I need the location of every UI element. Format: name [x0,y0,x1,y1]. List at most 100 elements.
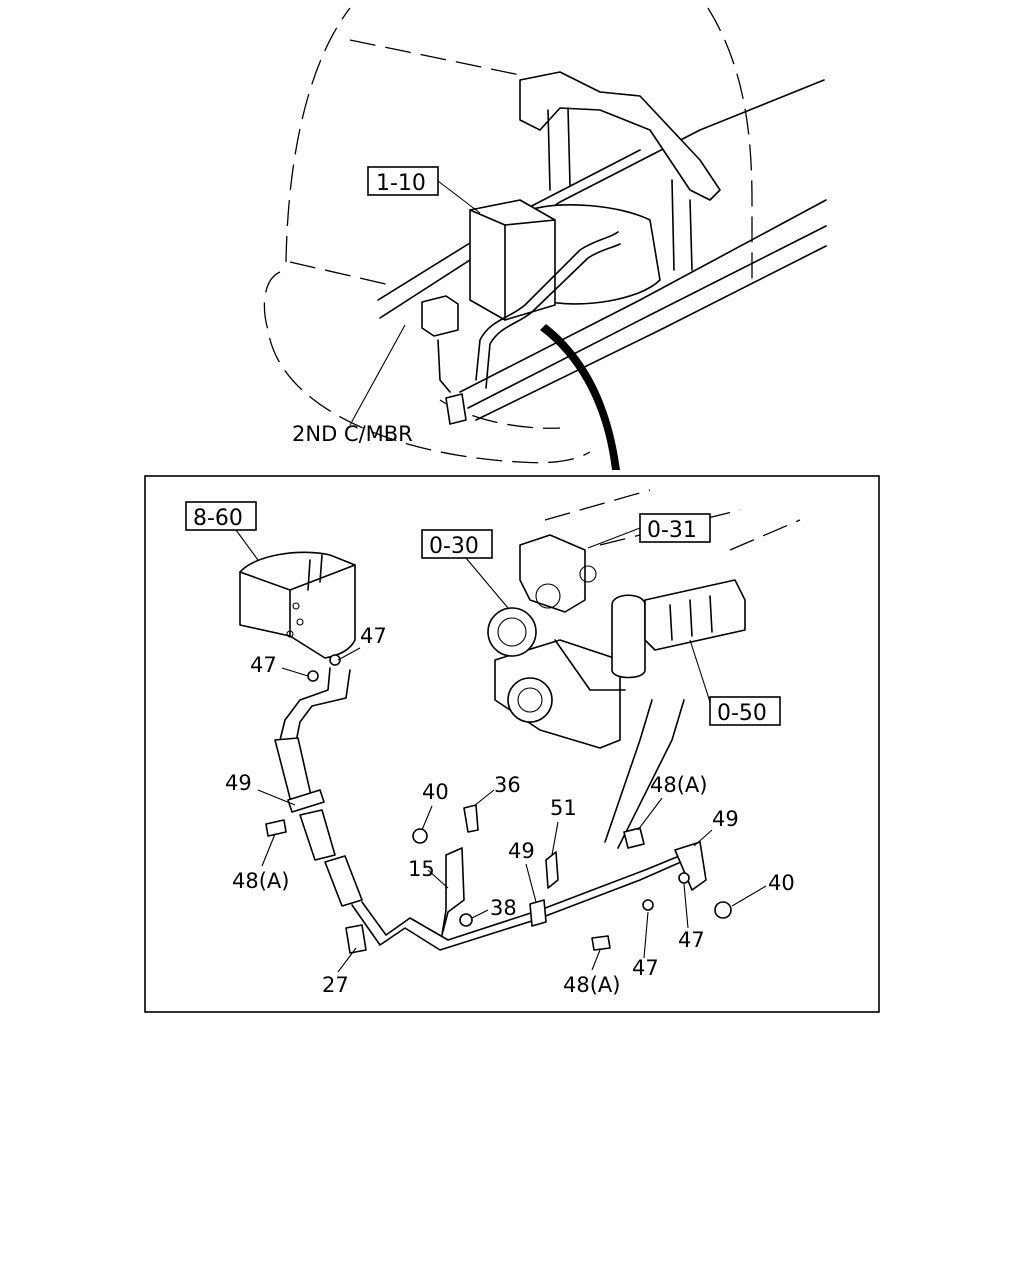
pipe-label-tag [345,924,367,954]
cooler-0-50 [644,579,746,651]
part-48a-left: 48(A) [232,869,289,893]
pulley-upper [487,607,537,657]
part-47-upper-left: 47 [250,653,277,677]
pipe-reservoir-a [279,667,331,741]
ref-box-8-60 [185,501,257,531]
pump-port [535,583,561,609]
crossmember-post-right [671,179,693,271]
hose-section-lower [324,855,363,907]
leader-0-31 [587,527,641,549]
leader-48a-left [261,833,276,867]
part-51: 51 [550,796,577,820]
bolt-48a-right [623,827,645,849]
detail-view: 8-60 0-30 0-31 0-50 47 47 49 48(A) 40 36… [185,489,801,997]
part-40-center: 40 [422,780,449,804]
leader-38 [471,909,489,919]
part-49-right: 49 [712,807,739,831]
reservoir-8-60 [239,551,356,659]
leader-51 [551,821,559,856]
ref-box-0-50-label: 0-50 [717,701,767,726]
cooler-fins [669,595,713,641]
ref-box-1-10 [367,166,439,196]
leader-2nd-crossmember [349,324,406,426]
leader-48a-center [591,949,601,971]
part-48a-right: 48(A) [650,773,707,797]
filter-canister [611,594,646,679]
part-48a-center: 48(A) [563,973,620,997]
leader-49-right [693,829,713,847]
fitting-47-upper-a [329,654,341,666]
hose-top-a [475,231,619,381]
part-15: 15 [408,857,435,881]
leader-0-30 [465,557,509,609]
nut-40-right [714,901,732,919]
leader-49-left [257,789,296,806]
detail-leader-arrow [540,324,620,470]
part-49-left: 49 [225,771,252,795]
bracket-15 [441,847,465,936]
frame-bracket-lower [445,393,467,425]
label-2nd-crossmember: 2ND C/MBR [292,422,413,446]
leader-0-50 [689,639,711,703]
leader-48a-right [637,797,663,831]
frame-rail-lower-b [467,225,827,409]
reservoir-hole-c [286,630,294,638]
leader-47-upper-right [337,647,361,661]
leader-40-right [731,885,767,907]
ref-box-8-60-label: 8-60 [193,506,243,531]
leader-15 [427,869,449,889]
frame-rail-lower [459,199,827,393]
bolt-36 [463,804,479,833]
clamp-49-center [529,899,547,927]
fitting-47-right-b [678,872,690,884]
fitting-47-upper-b [307,670,319,682]
reservoir-bracket [307,554,323,591]
cab-outline [263,7,753,464]
leader-47-bottom [643,911,649,959]
return-pipe-b [617,699,685,849]
pulley-lower [507,677,553,723]
part-49-center: 49 [508,839,535,863]
pipe-reservoir-b [295,669,351,743]
leader-47-right [683,883,689,929]
frame-rail-lower-c [475,245,827,421]
top-frame-view: 1-10 2ND C/MBR [263,7,827,470]
rear-crossmember [519,71,721,201]
hose-top-b [485,243,621,389]
nut-38 [459,913,473,927]
leader-1-10 [437,180,481,214]
bracket-51 [545,851,559,889]
clamp-49-left [287,789,325,813]
hose-section-mid [299,809,336,861]
part-47-bottom: 47 [632,956,659,980]
main-pipe-b [361,849,695,941]
pulley-lower-inner [517,687,543,713]
part-47-upper-right: 47 [360,624,387,648]
hose-top-c [437,339,451,393]
leader-27 [337,947,357,973]
reservoir-hole-a [292,602,300,610]
leader-36 [473,789,495,807]
crossmember-post-left [547,107,571,191]
nut-40-center [412,828,428,844]
return-pipe-a [604,699,653,843]
bolt-48a-center [591,935,611,951]
pump-0-31 [519,534,586,613]
ref-box-0-30 [421,529,493,559]
part-40-right: 40 [768,871,795,895]
leader-40-center [421,805,433,831]
part-27: 27 [322,973,349,997]
ref-box-0-31-label: 0-31 [647,518,697,543]
pipe-to-pump [554,639,626,691]
leader-47-upper-left [281,667,309,677]
reservoir-hole-b [296,618,304,626]
pump-fitting [579,565,597,583]
ref-box-0-30-label: 0-30 [429,534,479,559]
bolt-48a-left [265,819,287,837]
small-module [421,295,459,337]
main-pipe-a [351,857,691,951]
leader-49-center [525,863,537,903]
engine-block [494,639,621,749]
part-38: 38 [490,896,517,920]
